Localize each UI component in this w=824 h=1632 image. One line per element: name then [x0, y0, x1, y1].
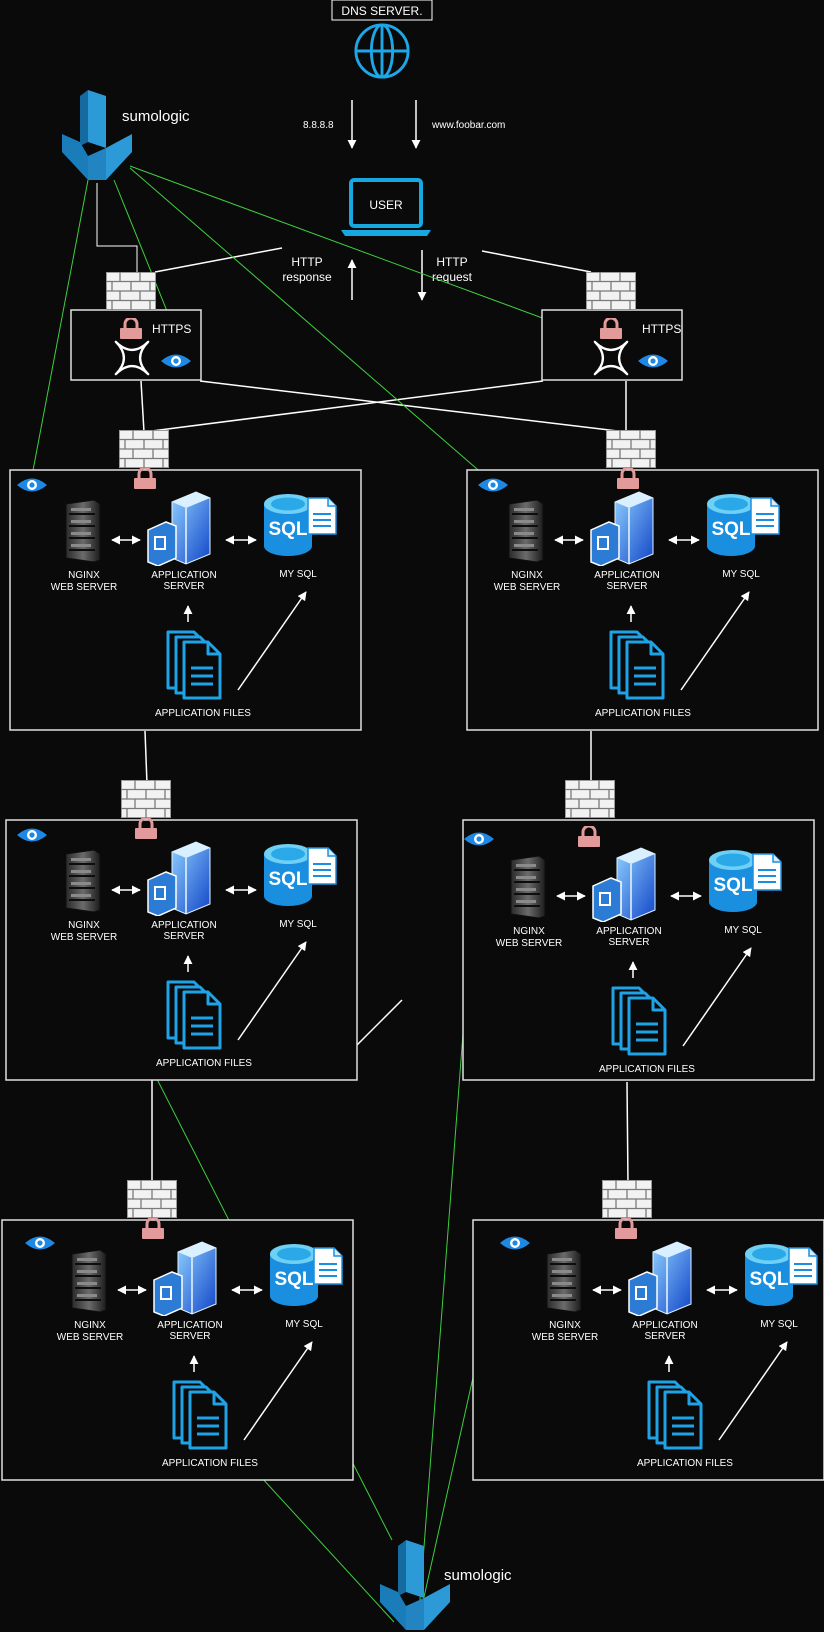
server-rack-icon: [508, 500, 544, 562]
load-balancer-left: HTTPS: [70, 309, 202, 381]
load-balancer-right: HTTPS: [541, 309, 683, 381]
dns-server: DNS SERVER.: [331, 0, 433, 79]
firewall-icon: [119, 430, 169, 468]
sumologic-top-label: sumologic: [122, 108, 190, 125]
nginx-label-line1: NGINX: [74, 1320, 106, 1331]
sumologic-bottom: sumologic: [380, 1540, 512, 1630]
http-response-line2: response: [282, 270, 332, 284]
mysql-label: MY SQL: [722, 569, 760, 580]
nginx-label-line1: NGINX: [68, 920, 100, 931]
sumologic-top: sumologic: [62, 90, 190, 180]
dns-domain-label: www.foobar.com: [431, 120, 505, 131]
app-server-label-line2: SERVER: [164, 931, 205, 942]
server-rack-icon: [65, 500, 101, 562]
network-links: [140, 247, 629, 1185]
nginx-label-line2: WEB SERVER: [496, 938, 563, 949]
sumologic-logo: [62, 90, 132, 180]
nginx-label-line1: NGINX: [511, 570, 543, 581]
firewall-icon: [602, 1180, 652, 1218]
server-block: NGINX WEB SERVER APPLICATION SERVER MY S…: [1, 1180, 354, 1481]
mysql-label: MY SQL: [285, 1319, 323, 1330]
nginx-label-line2: WEB SERVER: [494, 582, 561, 593]
firewall-icon: [106, 272, 156, 310]
sumologic-logo: [380, 1540, 450, 1630]
app-server-label-line1: APPLICATION: [594, 570, 659, 581]
nginx-label-line1: NGINX: [513, 926, 545, 937]
mysql-label: MY SQL: [760, 1319, 798, 1330]
app-server-label-line1: APPLICATION: [157, 1320, 222, 1331]
server-block: NGINX WEB SERVER APPLICATION SERVER MY S…: [472, 1180, 824, 1481]
https-label-right: HTTPS: [642, 322, 681, 336]
http-request-line2: request: [432, 270, 473, 284]
mysql-label: MY SQL: [279, 919, 317, 930]
firewall-icon: [586, 272, 636, 310]
nginx-label-line2: WEB SERVER: [51, 582, 118, 593]
app-server-label-line1: APPLICATION: [632, 1320, 697, 1331]
app-server-label-line2: SERVER: [607, 581, 648, 592]
app-server-label-line2: SERVER: [170, 1331, 211, 1342]
firewall-icon: [127, 1180, 177, 1218]
user-label: USER: [369, 198, 403, 212]
server-rack-icon: [510, 856, 546, 918]
app-files-label: APPLICATION FILES: [156, 1058, 252, 1069]
app-files-label: APPLICATION FILES: [162, 1458, 258, 1469]
server-block: NGINX WEB SERVER APPLICATION SERVER MY S…: [462, 780, 815, 1081]
nginx-label-line1: NGINX: [68, 570, 100, 581]
mysql-label: MY SQL: [279, 569, 317, 580]
dns-server-label: DNS SERVER.: [341, 4, 422, 18]
http-request-line1: HTTP: [436, 255, 467, 269]
nginx-label-line2: WEB SERVER: [51, 932, 118, 943]
server-rack-icon: [65, 850, 101, 912]
app-files-label: APPLICATION FILES: [155, 708, 251, 719]
server-block: NGINX WEB SERVER APPLICATION SERVER MY S…: [9, 430, 362, 731]
firewall-icon: [121, 780, 171, 818]
app-server-label-line1: APPLICATION: [596, 926, 661, 937]
firewall-icon: [565, 780, 615, 818]
https-label-left: HTTPS: [152, 322, 191, 336]
app-files-label: APPLICATION FILES: [599, 1064, 695, 1075]
app-server-label-line1: APPLICATION: [151, 920, 216, 931]
server-rack-icon: [546, 1250, 582, 1312]
http-response-line1: HTTP: [291, 255, 322, 269]
app-server-label-line2: SERVER: [645, 1331, 686, 1342]
nginx-label-line2: WEB SERVER: [532, 1332, 599, 1343]
nginx-label-line2: WEB SERVER: [57, 1332, 124, 1343]
app-server-label-line1: APPLICATION: [151, 570, 216, 581]
user-laptop: USER: [341, 178, 431, 238]
http-arrows: [347, 250, 427, 301]
dns-arrows: [347, 100, 421, 149]
sumologic-connector: [96, 183, 138, 272]
globe-icon: [354, 23, 410, 79]
app-server-label-line2: SERVER: [164, 581, 205, 592]
app-server-label-line2: SERVER: [609, 937, 650, 948]
mysql-label: MY SQL: [724, 925, 762, 936]
server-block: NGINX WEB SERVER APPLICATION SERVER MY S…: [466, 430, 819, 731]
dns-ip-label: 8.8.8.8: [303, 120, 334, 131]
app-files-label: APPLICATION FILES: [637, 1458, 733, 1469]
firewall-icon: [606, 430, 656, 468]
app-files-label: APPLICATION FILES: [595, 708, 691, 719]
server-rack-icon: [71, 1250, 107, 1312]
sumologic-bottom-label: sumologic: [444, 1567, 512, 1584]
server-block: NGINX WEB SERVER APPLICATION SERVER MY S…: [5, 780, 358, 1081]
nginx-label-line1: NGINX: [549, 1320, 581, 1331]
